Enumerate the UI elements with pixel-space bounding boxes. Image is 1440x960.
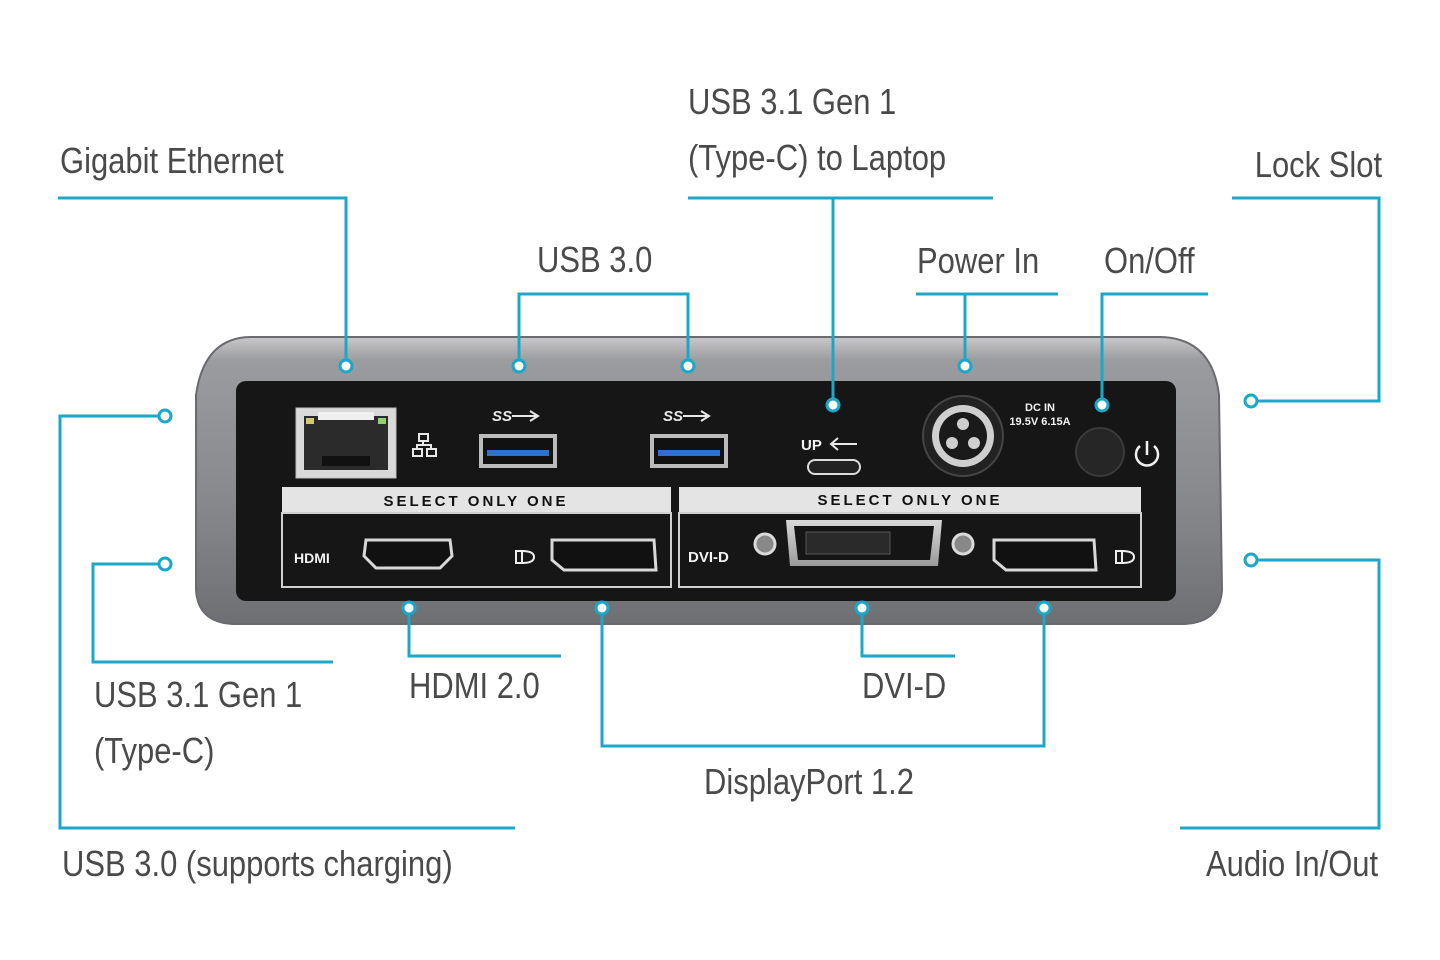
svg-text:SS: SS: [492, 408, 512, 425]
label-displayport: DisplayPort 1.2: [704, 761, 914, 802]
leader-endpoint-dot: [825, 397, 841, 413]
leader-endpoint-dot: [401, 600, 417, 616]
displayport-port-2: [992, 538, 1098, 572]
label-usb31-typec: USB 3.1 Gen 1 (Type-C): [94, 674, 303, 771]
leader-endpoint-dot: [680, 358, 696, 374]
leader-endpoint-dot: [1243, 552, 1259, 568]
leader-audio: [1180, 552, 1381, 830]
leader-endpoint-dot: [338, 358, 354, 374]
leader-usb31-typec: [91, 556, 333, 664]
label-usb31-to-laptop: USB 3.1 Gen 1 (Type-C) to Laptop: [688, 81, 947, 178]
usb-superspeed-icon: SS: [492, 408, 540, 425]
leader-endpoint-dot: [1094, 397, 1110, 413]
leader-line: [517, 292, 690, 360]
leader-line: [1180, 558, 1381, 830]
displayport-port-1: [550, 538, 658, 572]
label-gigabit-ethernet: Gigabit Ethernet: [60, 140, 284, 181]
label-usb30-top: USB 3.0: [537, 239, 653, 280]
network-icon: [412, 433, 437, 457]
usb-a-port-2: [650, 434, 728, 468]
power-button[interactable]: [1075, 427, 1125, 477]
leader-usb30-charging: [58, 408, 515, 830]
leader-on-off: [1094, 292, 1208, 413]
leader-endpoint-dot: [957, 358, 973, 374]
dvi-port: [753, 520, 975, 566]
leader-line: [1100, 292, 1208, 399]
leader-line: [600, 614, 1046, 748]
displayport-icon: [1115, 550, 1136, 564]
leader-hdmi: [401, 600, 561, 658]
select-only-one-left: SELECT ONLY ONE: [383, 493, 568, 510]
leader-line: [58, 414, 515, 830]
dvi-label-on-device: DVI-D: [688, 549, 729, 566]
dc-in-label: DC IN: [1025, 402, 1055, 414]
video-group-right: [678, 512, 1142, 588]
select-only-one-right: SELECT ONLY ONE: [817, 492, 1002, 509]
label-lock-slot: Lock Slot: [1254, 144, 1382, 185]
label-dvi: DVI-D: [862, 665, 947, 706]
label-audio: Audio In/Out: [1205, 843, 1378, 884]
svg-text:SS: SS: [663, 408, 683, 425]
leader-displayport: [594, 600, 1052, 748]
leader-line: [407, 614, 561, 658]
hdmi-logo: HDMI: [294, 550, 330, 566]
hdmi-port: [362, 538, 454, 570]
leader-line: [91, 562, 333, 664]
label-power-in: Power In: [917, 240, 1040, 281]
leader-endpoint-dot: [511, 358, 527, 374]
leader-line: [58, 196, 348, 360]
label-on-off: On/Off: [1104, 240, 1195, 281]
leader-endpoint-dot: [157, 408, 173, 424]
select-strip-left: [282, 487, 671, 513]
ethernet-port: [295, 407, 397, 479]
leader-endpoint-dot: [1036, 600, 1052, 616]
dc-in-rating: 19.5V 6.15A: [1009, 416, 1070, 428]
usb-c-upstream-port: [807, 459, 861, 475]
displayport-icon: [515, 550, 536, 564]
video-group-left: [281, 512, 672, 588]
usb-a-port-1: [479, 434, 557, 468]
leader-endpoint-dot: [157, 556, 173, 572]
power-icon: [1134, 441, 1160, 467]
usb-c-arrow-icon: [829, 437, 857, 451]
usb-c-up-label: UP: [801, 437, 822, 454]
leader-usb30-top: [511, 292, 696, 374]
label-usb30-charging: USB 3.0 (supports charging): [62, 843, 453, 884]
leader-lock-slot: [1232, 196, 1381, 409]
leader-endpoint-dot: [854, 600, 870, 616]
label-hdmi: HDMI 2.0: [409, 665, 540, 706]
leader-power-in-drop: [957, 294, 973, 374]
usb-superspeed-icon: SS: [663, 408, 711, 425]
leader-endpoint-dot: [1243, 393, 1259, 409]
leader-usb31-laptop-drop: [825, 198, 841, 413]
leader-gigabit-ethernet: [58, 196, 354, 374]
select-strip-right: [679, 487, 1141, 513]
dc-power-jack: [922, 395, 1004, 477]
leader-endpoint-dot: [594, 600, 610, 616]
leader-dvi: [854, 600, 955, 658]
leader-line: [860, 614, 955, 658]
leader-line: [1232, 196, 1381, 403]
